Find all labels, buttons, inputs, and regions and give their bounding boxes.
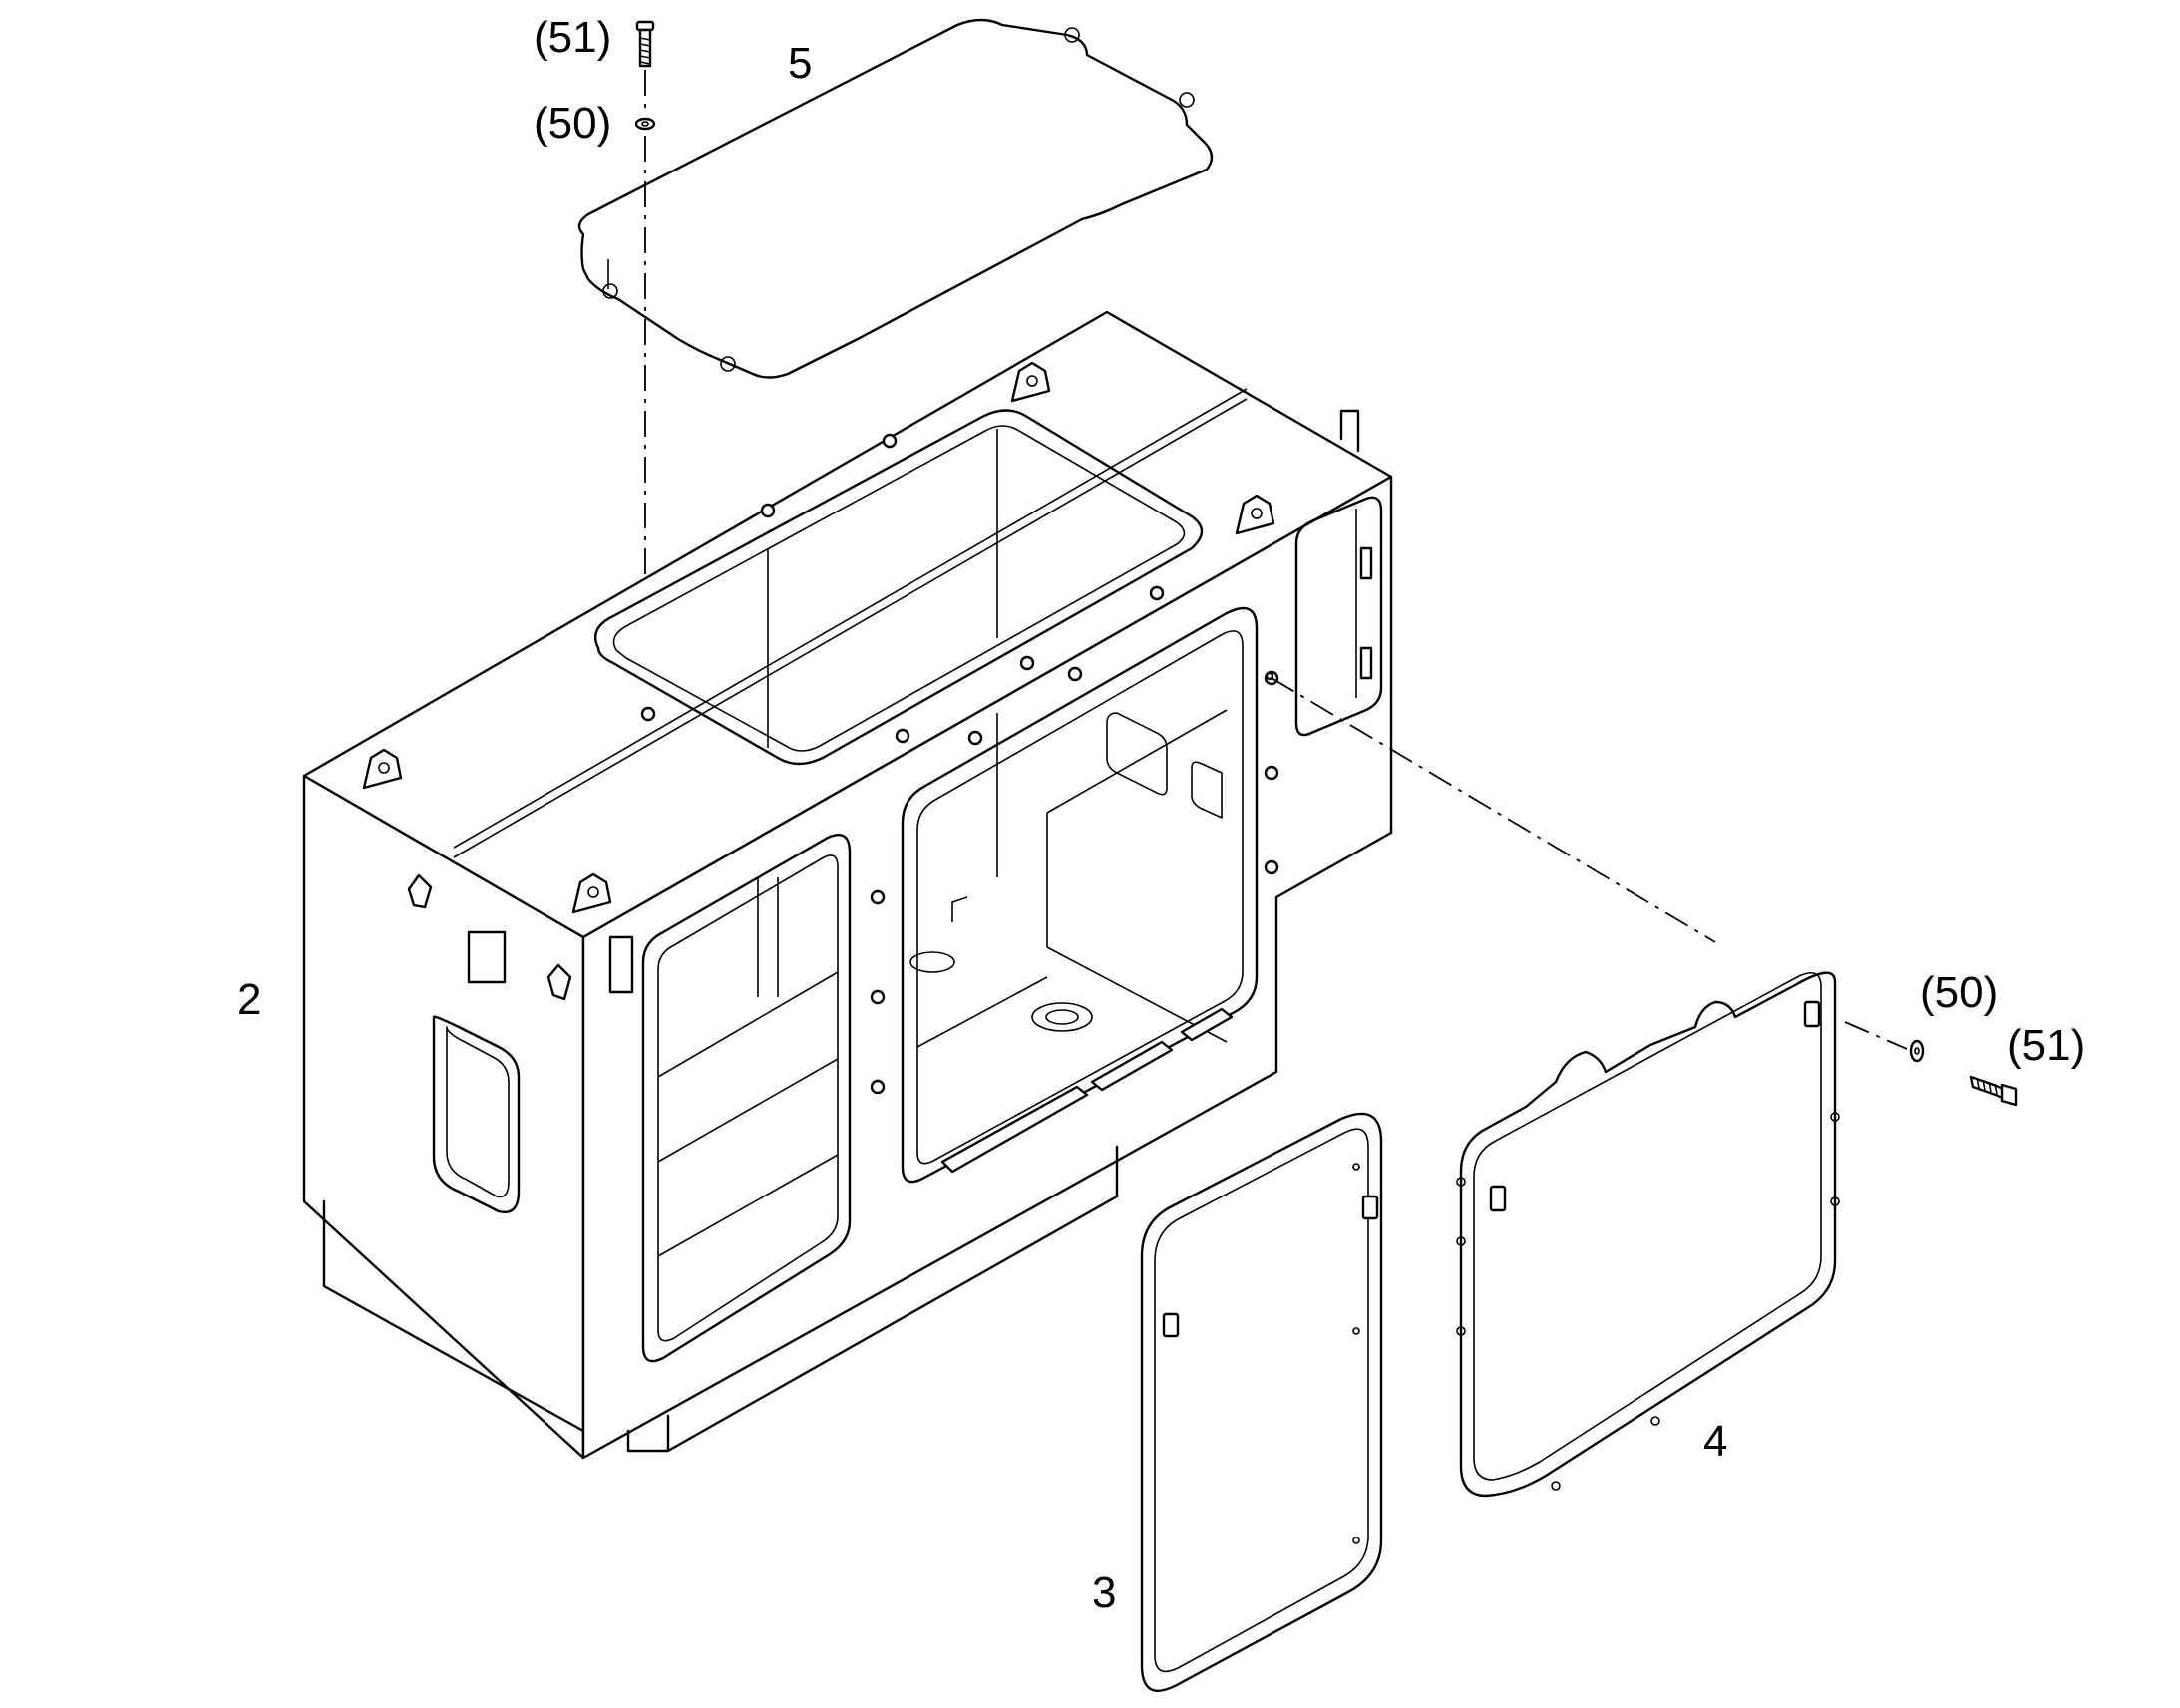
label-top-washer: (50) — [534, 99, 611, 148]
label-right-bolt: (51) — [2007, 1021, 2085, 1070]
label-top-bolt: (51) — [534, 13, 611, 62]
lifting-lug — [571, 872, 612, 914]
end-connector-box — [467, 930, 507, 984]
cabinet-frame — [302, 310, 1393, 1460]
door-panel — [1140, 1112, 1383, 1692]
washer-right — [1909, 1039, 1925, 1063]
lifting-lug — [1235, 494, 1275, 535]
frame-studs — [870, 670, 1279, 1095]
cover-panel — [1456, 971, 1840, 1498]
label-right-washer: (50) — [1920, 968, 1998, 1017]
lifting-lug — [1010, 361, 1051, 403]
top-cover-plate — [577, 18, 1214, 379]
washer-top — [634, 117, 656, 131]
label-part-5: 5 — [788, 39, 812, 88]
label-part-3: 3 — [1092, 1568, 1116, 1617]
bolt-top — [635, 20, 655, 68]
label-part-4: 4 — [1703, 1417, 1727, 1466]
top-studs — [640, 433, 1165, 746]
label-part-2: 2 — [237, 975, 261, 1024]
bolt-right — [1969, 1075, 2018, 1107]
lifting-lug — [362, 748, 403, 790]
centerline-right-fastener — [1844, 1021, 1908, 1050]
centerline-right — [1271, 677, 1716, 943]
